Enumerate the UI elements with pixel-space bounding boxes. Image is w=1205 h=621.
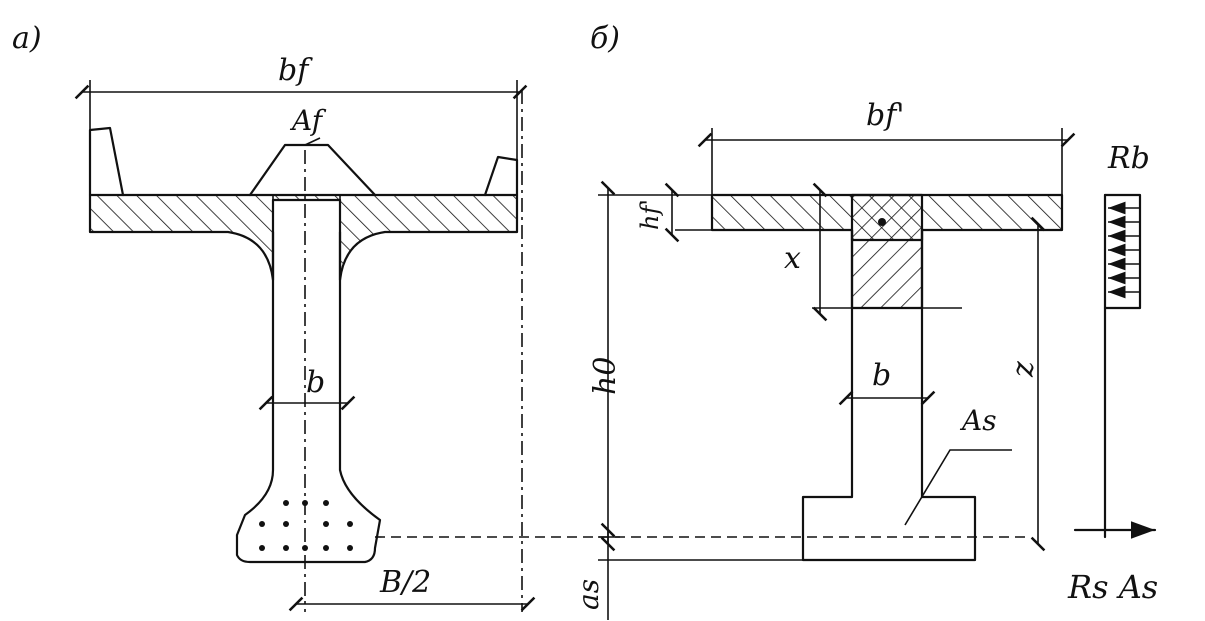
label-b-half: B/2 [379,565,431,600]
panel-a: а) bf Af [12,21,536,612]
label-as-steel: As [959,404,997,437]
section-b-outline [801,228,977,562]
label-b-b: b [872,358,891,393]
label-x: x [784,241,801,276]
label-af: Af [289,104,327,137]
as-leader [904,449,1012,526]
flange-outline: Af [88,104,519,197]
label-b-a: b [306,365,325,400]
web-outline [235,230,382,564]
resultant-point [878,218,886,226]
panel-a-label: а) [12,21,42,56]
dimension-bf: bf [74,53,528,195]
label-rs-as: Rs As [1067,568,1158,606]
compression-zone-web [850,193,924,310]
label-rb: Rb [1107,141,1150,176]
label-z: z [1006,361,1041,378]
flange-slab-hatched [88,193,519,282]
label-bf-prime: bf' [866,98,905,133]
label-bf: bf [278,53,313,88]
panel-b-label: б) [590,21,620,56]
panel-b: б) bf' hf' x b h0 as [572,21,1158,620]
label-as-cover: as [572,579,605,610]
stress-block: Rb [1103,141,1150,539]
label-hf-prime: hf' [636,199,664,230]
label-h0: h0 [588,357,623,395]
rebar-dots [259,500,353,551]
